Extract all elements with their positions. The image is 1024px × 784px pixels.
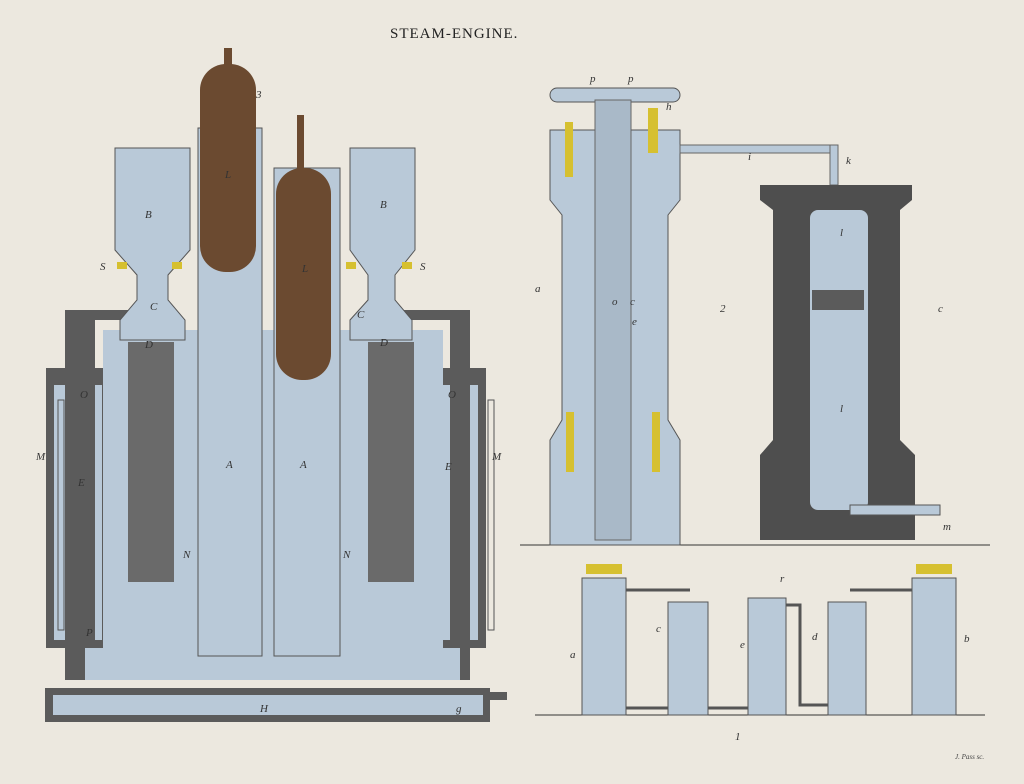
label-o: O [448,389,456,401]
label-c: c [656,623,661,635]
label-a: a [535,283,541,295]
unit-a [581,577,627,716]
figure-number-2: 2 [720,303,726,315]
label-r: r [780,573,785,585]
label-o: O [80,389,88,401]
label-e: e [740,639,745,651]
label-l: l [840,227,843,239]
label-d: D [379,337,388,349]
label-h: H [259,703,269,715]
plate-title: STEAM-ENGINE. [390,26,518,42]
cylinder-l-left [200,64,256,272]
label-n: N [182,549,191,561]
pipe-i [679,144,836,154]
label-d: D [144,339,153,351]
label-p: p [589,73,596,85]
label-e: e [632,316,637,328]
label-p: p [627,73,634,85]
label-a: a [570,649,576,661]
label-h: h [666,101,672,113]
pipe-m-right [487,399,495,631]
label-b: B [380,199,387,211]
pipe-m-left [57,399,65,631]
label-g: g [456,703,462,715]
label-c: c [630,296,635,308]
label-a: A [225,459,233,471]
label-b: b [964,633,970,645]
label-m: M [35,451,46,463]
label-c: c [938,303,943,315]
figure-number-1: 1 [735,731,741,743]
label-d: d [812,631,818,643]
boiler-l [810,210,868,510]
label-l: L [301,263,308,275]
label-l: l [840,403,843,415]
label-s: S [420,261,426,273]
label-m: m [943,521,951,533]
label-s: S [100,261,106,273]
label-n: N [342,549,351,561]
label-a: A [299,459,307,471]
figure-3: 3 B B L L S S C C D D O O M M E E A A N … [35,48,507,722]
label-m: M [491,451,502,463]
figure-number-3: 3 [255,89,262,101]
label-p: P [85,627,93,639]
label-c: C [357,309,365,321]
engraver-credit: J. Pass sc. [955,753,984,761]
tubes-d-right [368,342,414,582]
unit-c [667,601,709,716]
tank-b-right [349,147,416,341]
label-e: E [444,461,452,473]
unit-e [747,597,787,716]
label-k: k [846,155,852,167]
label-l: L [224,169,231,181]
tank-b-left [114,147,191,341]
valve-h [648,108,658,153]
label-b: B [145,209,152,221]
label-i: i [748,151,751,163]
unit-d [827,601,867,716]
figure-1: a c e r d b 1 [535,564,985,743]
label-o: o [612,296,618,308]
unit-b [911,577,957,716]
label-c: C [150,301,158,313]
cylinder-l-right [276,168,331,380]
label-e: E [77,477,85,489]
tubes-d-left [128,342,174,582]
figure-2: p p h i k a o c e 2 l l c m [520,73,990,546]
